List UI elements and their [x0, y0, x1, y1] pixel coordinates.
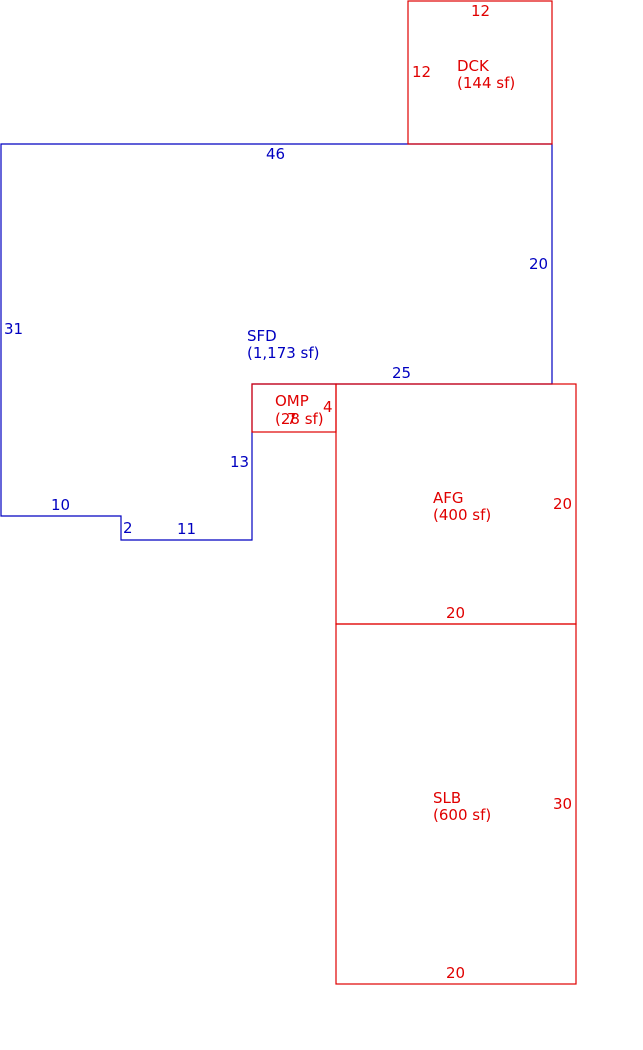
dim-sfd-right: 20	[529, 255, 548, 273]
dck-area-label: (144 sf)	[457, 74, 515, 92]
dim-sfd-bottom-left: 10	[51, 496, 70, 514]
dim-afg-right: 20	[553, 495, 572, 513]
dim-omp-width: 7	[287, 410, 297, 428]
dim-sfd-top: 46	[266, 145, 285, 163]
sfd-area-label: (1,173 sf)	[247, 344, 320, 362]
slb-outline	[335, 623, 577, 985]
afg-area-label: (400 sf)	[433, 506, 491, 524]
dim-omp-side: 4	[323, 398, 333, 416]
dim-sfd-jog: 2	[123, 519, 133, 537]
dim-sfd-inner: 13	[230, 453, 249, 471]
dim-sfd-step: 25	[392, 364, 411, 382]
dim-sfd-left: 31	[4, 320, 23, 338]
slb-code-label: SLB	[433, 789, 461, 807]
dck-outline	[407, 0, 553, 145]
omp-area-label: (28 sf)	[275, 410, 324, 428]
dck-code-label: DCK	[457, 57, 490, 75]
sfd-code-label: SFD	[247, 327, 277, 345]
dim-afg-bottom: 20	[446, 604, 465, 622]
dim-slb-right: 30	[553, 795, 572, 813]
sfd-outline	[0, 143, 553, 541]
dim-sfd-bottom-mid: 11	[177, 520, 196, 538]
dim-slb-bottom: 20	[446, 964, 465, 982]
omp-code-label: OMP	[275, 392, 309, 410]
slb-area-label: (600 sf)	[433, 806, 491, 824]
afg-code-label: AFG	[433, 489, 464, 507]
dim-dck-left: 12	[412, 63, 431, 81]
dim-dck-top: 12	[471, 2, 490, 20]
